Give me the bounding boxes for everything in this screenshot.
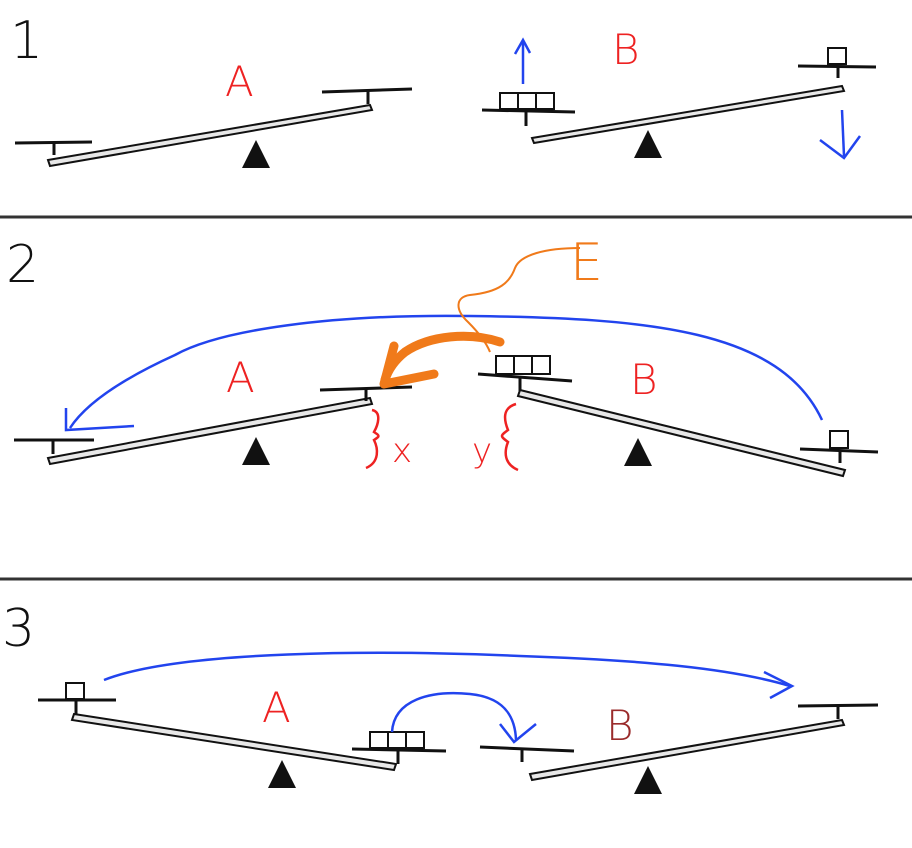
fulcrum-triangle [634,130,662,158]
label-x: x [392,431,412,471]
weight-box-single [829,430,849,449]
fulcrum-triangle [242,437,270,465]
platform-right [351,747,447,764]
label-y: y [472,431,492,471]
label-energy: E [570,233,603,293]
seesaw-beam [70,712,398,772]
label-a: A [226,353,255,402]
blue-transfer-arrow [64,314,824,432]
platform-left [481,108,576,126]
panel-number-1: 1 [10,11,43,71]
platform-left [38,698,116,714]
brace-x-icon [365,408,380,470]
arrow-up-icon [513,37,532,84]
platform-left [477,372,573,391]
fulcrum-triangle [634,766,662,794]
weight-box-single [65,682,85,700]
platform-right [799,447,879,463]
panel-number-2: 2 [6,235,39,295]
blue-transfer-arrow-short [390,692,537,744]
panel-3: 3 A [2,599,879,794]
brace-y-icon [500,402,519,472]
fulcrum-triangle [268,760,296,788]
seesaw-b [481,47,877,158]
seesaw-a [38,682,447,788]
energy-arrow-icon [379,331,505,389]
seesaw-beam [46,396,374,466]
panel-1: 1 A [10,11,877,168]
weight-boxes-three [495,355,551,375]
label-a: A [225,57,254,106]
label-b: B [606,701,634,750]
platform-right [319,385,413,401]
seesaw-beam [530,84,846,145]
platform-left [479,745,575,762]
seesaw-a [14,385,413,466]
platform-left [14,438,94,454]
seesaw-b [479,703,879,794]
seesaw-beam [516,388,847,478]
label-b: B [630,355,658,404]
platform-left [14,140,93,155]
energy-input-line [457,247,581,353]
fulcrum-triangle [242,140,270,168]
platform-right [797,64,877,78]
seesaw-a [14,87,413,168]
panel-2: 2 A [6,233,879,478]
platform-right [321,87,413,104]
arrow-down-icon [819,109,862,160]
weight-boxes-three [499,92,555,110]
fulcrum-triangle [624,438,652,466]
label-a: A [262,683,291,732]
panel-number-3: 3 [2,599,35,659]
label-b: B [612,25,640,74]
seesaw-beam [46,103,374,168]
weight-boxes-three [369,731,425,749]
seesaw-beam [528,718,846,782]
blue-transfer-arrow-long [103,651,795,700]
seesaw-b [477,355,879,478]
platform-right [797,703,879,719]
weight-box-single [827,47,847,65]
